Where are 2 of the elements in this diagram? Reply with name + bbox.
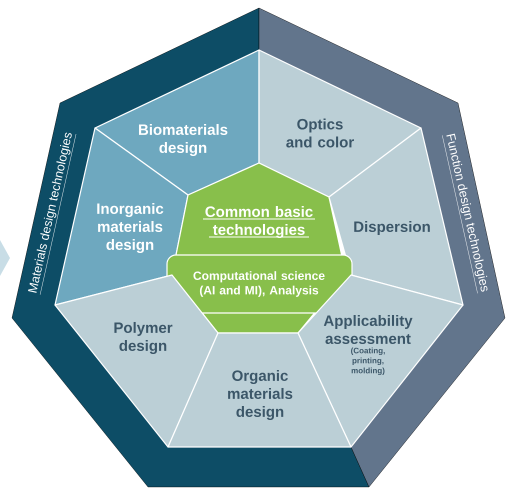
sector: Biomaterials design	[94, 49, 260, 196]
sector: Optics and color	[258, 49, 422, 198]
